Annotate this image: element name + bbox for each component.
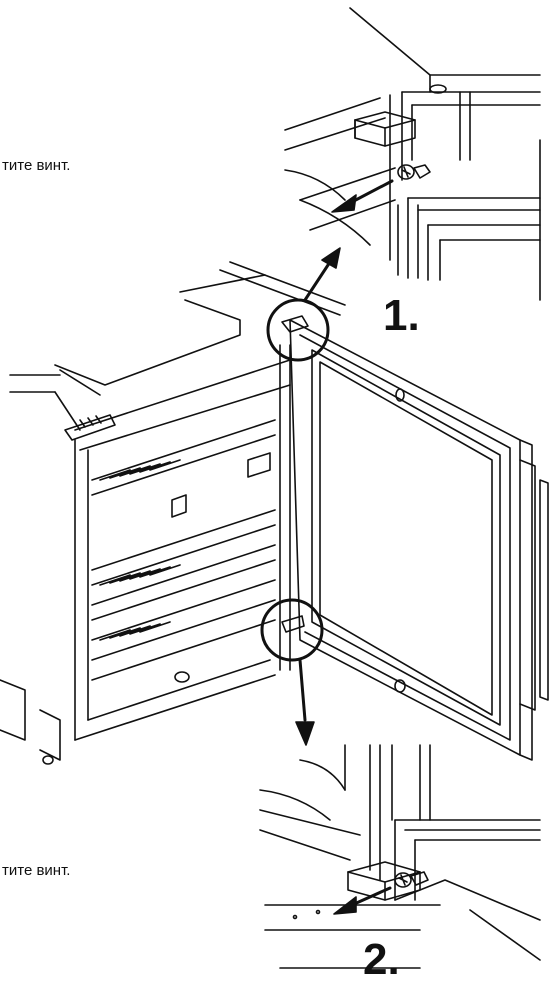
bottom-screw-icon	[394, 872, 412, 888]
bottom-hinge-highlight	[260, 598, 324, 662]
top-hinge-highlight	[266, 298, 330, 362]
step1-label: 1.	[383, 291, 420, 340]
top-screw-arrow	[348, 179, 394, 205]
top-screw-icon	[397, 164, 415, 180]
wine-cooler	[0, 261, 346, 765]
top-hinge-detail	[284, 7, 541, 301]
bottom-hinge-detail	[259, 744, 541, 969]
glass-door	[289, 319, 549, 761]
step2-label: 2.	[363, 935, 400, 984]
bottom-screw-arrow	[350, 886, 392, 907]
top-link-arrow	[303, 260, 332, 302]
step2-instruction: тите винт.	[2, 862, 71, 879]
bottom-link-arrow	[298, 658, 307, 722]
step1-instruction: тите винт.	[2, 157, 71, 174]
